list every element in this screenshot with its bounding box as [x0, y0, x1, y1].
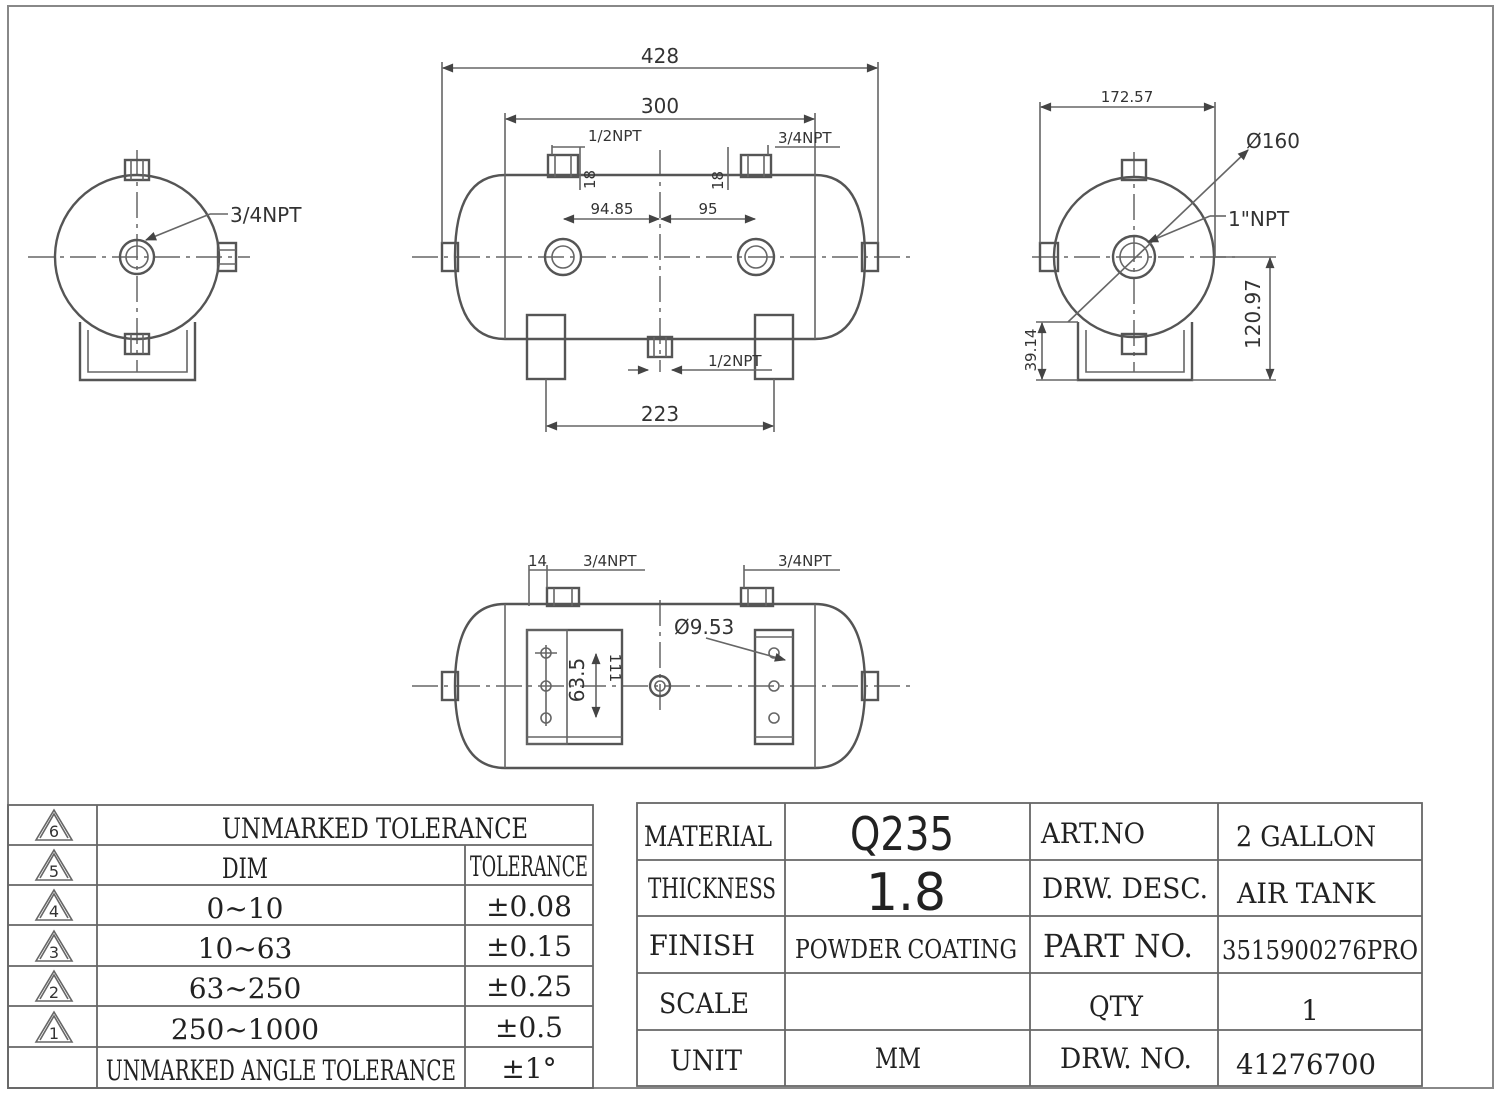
- tol-angle-label: UNMARKED ANGLE TOLERANCE: [106, 1054, 456, 1087]
- tb-drwno-value: 41276700: [1236, 1048, 1376, 1081]
- left-thread-label: 3/4NPT: [230, 203, 302, 227]
- dim-feet-spacing: 223: [641, 402, 679, 426]
- top-port-left-label: 3/4NPT: [583, 552, 637, 570]
- top-port-right-label: 3/4NPT: [778, 552, 832, 570]
- front-offset-right: 18: [709, 171, 727, 190]
- top-hole-diameter: Ø9.53: [674, 615, 734, 639]
- right-end-view: 172.57 Ø160 1"NPT 120.97 39.14: [1022, 88, 1300, 382]
- dim-overall-length: 428: [641, 44, 679, 68]
- top-offset: 14: [528, 552, 547, 570]
- tolerance-table: 6 5 4 3 2 1 UNMARKED TOLERANCE DIM TOLER…: [7, 804, 594, 1089]
- tol-angle-value: ±1°: [501, 1052, 556, 1085]
- top-bracket-width: 111: [606, 654, 624, 683]
- dim-shell-length: 300: [641, 94, 679, 118]
- front-drain-label: 1/2NPT: [708, 352, 762, 370]
- tol-dim-3: 250~1000: [171, 1013, 319, 1046]
- dim-right-foot-height: 39.14: [1022, 329, 1040, 372]
- top-view: 14 3/4NPT 3/4NPT Ø9.53 63.5 111: [412, 552, 910, 770]
- tb-thickness-label: THICKNESS: [648, 872, 776, 905]
- tol-val-1: ±0.15: [486, 930, 572, 963]
- tol-mark-4: 4: [49, 902, 59, 921]
- tol-mark-2: 2: [49, 983, 59, 1002]
- right-thread-label: 1"NPT: [1228, 207, 1290, 231]
- tb-unit-value: MM: [875, 1042, 921, 1075]
- right-diameter-label: Ø160: [1246, 129, 1300, 153]
- tb-qty-value: 1: [1301, 994, 1319, 1027]
- tol-title: UNMARKED TOLERANCE: [222, 812, 528, 845]
- tb-unit-label: UNIT: [670, 1044, 742, 1077]
- tol-mark-3: 3: [49, 943, 59, 962]
- tol-val-2: ±0.25: [486, 970, 572, 1003]
- tb-drwno-label: DRW. NO.: [1060, 1042, 1192, 1075]
- tol-col-dim: DIM: [222, 852, 268, 885]
- tb-desc-value: AIR TANK: [1236, 877, 1376, 910]
- front-port-right-label: 3/4NPT: [778, 129, 832, 147]
- tb-partno-value: 3515900276PRO: [1222, 936, 1418, 966]
- dim-spacing-right: 95: [698, 200, 717, 218]
- tb-artno-value: 2 GALLON: [1236, 820, 1376, 853]
- tb-partno-label: PART NO.: [1043, 927, 1193, 965]
- tol-mark-5: 5: [49, 862, 59, 881]
- tol-col-tolerance: TOLERANCE: [470, 850, 588, 883]
- tb-desc-label: DRW. DESC.: [1042, 872, 1208, 905]
- front-port-left-label: 1/2NPT: [588, 127, 642, 145]
- tol-mark-6: 6: [49, 822, 59, 841]
- tol-mark-1: 1: [49, 1024, 59, 1043]
- tol-dim-1: 10~63: [198, 932, 293, 965]
- dim-spacing-left: 94.85: [591, 200, 634, 218]
- tol-val-0: ±0.08: [486, 890, 572, 923]
- tol-dim-2: 63~250: [189, 972, 302, 1005]
- top-hole-spacing: 63.5: [565, 658, 589, 703]
- left-end-view: 3/4NPT: [28, 150, 302, 382]
- front-view: 428 300 1/2NPT 18 3/4NPT 18 94.85 95 1/2…: [412, 44, 910, 432]
- tb-thickness-value: 1.8: [866, 863, 946, 923]
- tb-material-value: Q235: [850, 807, 954, 861]
- tb-material-label: MATERIAL: [644, 820, 772, 853]
- dim-right-height: 120.97: [1241, 279, 1265, 349]
- tb-scale-label: SCALE: [659, 987, 749, 1020]
- title-block: MATERIAL Q235 ART.NO 2 GALLON THICKNESS …: [636, 802, 1423, 1087]
- tol-dim-0: 0~10: [207, 892, 284, 925]
- tb-artno-label: ART.NO: [1040, 817, 1145, 850]
- tol-val-3: ±0.5: [495, 1011, 563, 1044]
- tb-qty-label: QTY: [1089, 990, 1143, 1023]
- dim-right-width: 172.57: [1101, 88, 1154, 106]
- front-offset-left: 18: [581, 170, 599, 189]
- tb-finish-value: POWDER COATING: [795, 935, 1017, 965]
- drawing-frame: [7, 5, 1494, 1089]
- tb-finish-label: FINISH: [649, 929, 755, 962]
